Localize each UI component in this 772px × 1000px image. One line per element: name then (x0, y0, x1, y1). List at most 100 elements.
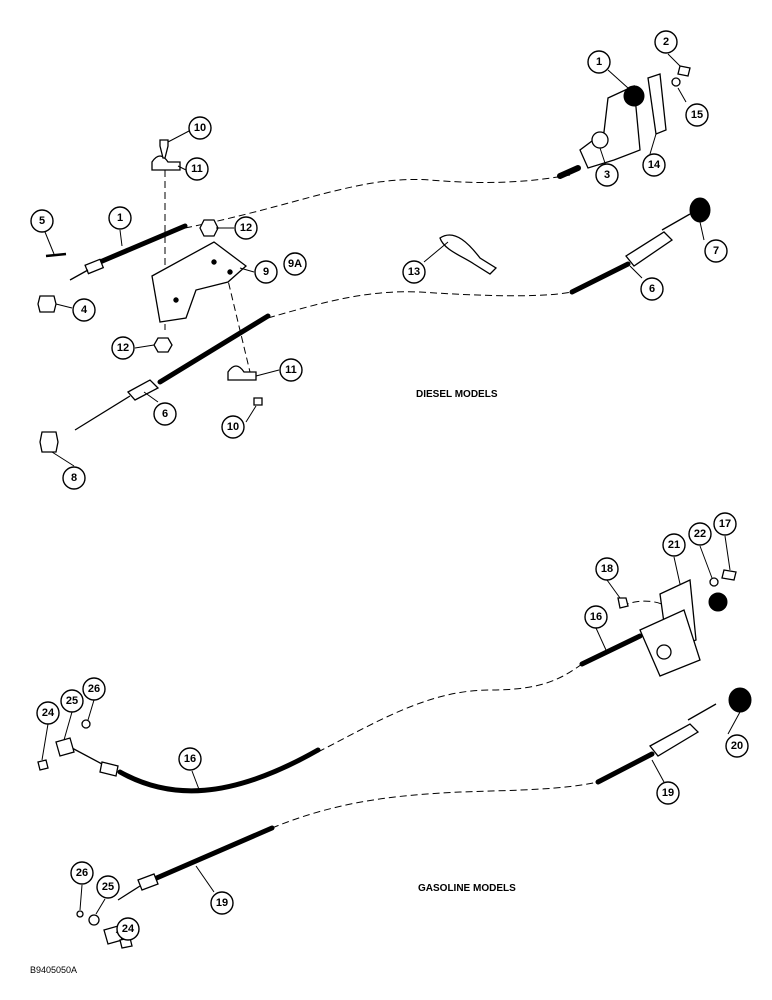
callout-label: 12 (117, 342, 129, 354)
clip-11-upper (151, 155, 181, 171)
leader-line (239, 267, 255, 273)
leader-line (651, 759, 665, 783)
callout-label: 1 (596, 56, 602, 68)
callout-label: 1 (117, 212, 123, 224)
leader-line (607, 69, 629, 89)
screw-17 (721, 569, 737, 581)
callout-6-right: 6 (640, 277, 664, 301)
leader-lines (41, 53, 741, 941)
callout-label: 25 (66, 695, 78, 707)
clip-alignment-line-lower (225, 271, 251, 373)
bracket-hole (173, 297, 179, 303)
callout-label: 16 (184, 753, 196, 765)
bracket-hole (211, 259, 217, 265)
control-knob (708, 592, 728, 612)
bracket-hole (227, 269, 233, 275)
callout-21: 21 (662, 533, 686, 557)
grommet-18 (617, 597, 629, 609)
callout-label: 4 (81, 304, 88, 316)
callouts: 1 2 15 3 14 10 11 12 9 9A 5 1 4 13 7 6 1… (30, 30, 749, 941)
callout-26-top: 26 (82, 677, 106, 701)
throttle-body (639, 609, 701, 677)
leader-line (195, 865, 215, 893)
leader-line (673, 556, 681, 585)
callout-label: 20 (731, 740, 743, 752)
leader-line (724, 535, 731, 571)
cable-6-wire (74, 395, 131, 431)
callout-label: 6 (649, 283, 655, 295)
callout-label: 16 (590, 611, 602, 623)
callout-label: 7 (713, 245, 719, 257)
callout-label: 10 (194, 122, 206, 134)
callout-4: 4 (72, 298, 96, 322)
callout-label: 13 (408, 266, 420, 278)
cable-16-sheath (117, 747, 321, 794)
callout-label: 25 (102, 881, 114, 893)
callout-15: 15 (685, 103, 709, 127)
leader-line (87, 699, 95, 721)
callout-label: 26 (88, 683, 100, 695)
screw-24-top (37, 759, 49, 771)
callout-label: 2 (663, 36, 669, 48)
cable-6-sheath (157, 313, 271, 385)
callout-label: 18 (601, 563, 613, 575)
fitting-4 (37, 295, 57, 313)
cable-16-fitting (99, 761, 119, 777)
leader-line (191, 770, 201, 793)
cable-19-right-fitting (649, 723, 700, 757)
callout-10: 10 (188, 116, 212, 140)
diesel-assembly (37, 65, 711, 453)
leader-line (727, 711, 741, 735)
callout-17: 17 (713, 512, 737, 536)
callout-1-left: 1 (108, 206, 132, 230)
clip-26-top (81, 719, 91, 729)
washer-22 (709, 577, 719, 587)
gasoline-assembly (37, 569, 752, 949)
leader-line (599, 147, 607, 167)
swivel-25-top (55, 737, 75, 757)
gasoline-control-assembly (617, 569, 737, 677)
leader-line (423, 241, 449, 263)
callout-25-top: 25 (60, 689, 84, 713)
callout-label: 11 (191, 163, 203, 175)
callout-2: 2 (654, 30, 678, 54)
leader-line (255, 369, 280, 377)
cable-6-fitting (126, 379, 160, 401)
cable-6-right-threads (661, 213, 691, 231)
callout-label: 8 (71, 472, 77, 484)
callout-label: 6 (162, 408, 168, 420)
figure-id: B9405050A (30, 965, 77, 975)
callout-19-left: 19 (210, 891, 234, 915)
callout-10-bottom: 10 (221, 415, 245, 439)
callout-1: 1 (587, 50, 611, 74)
leader-line (595, 627, 607, 651)
callout-label: 11 (285, 364, 297, 376)
fitting-8 (39, 431, 59, 453)
callout-26-bottom: 26 (70, 861, 94, 885)
clip-11-lower (227, 365, 257, 381)
callout-11-bottom: 11 (279, 358, 303, 382)
leader-line (699, 221, 705, 241)
cable-19-left-wire (117, 885, 141, 901)
leader-line (143, 391, 159, 403)
leader-line (119, 229, 123, 247)
pivot-nut (656, 644, 672, 660)
leader-line (699, 545, 713, 579)
diesel-cable-route-lower (267, 291, 573, 319)
leader-line (134, 344, 155, 349)
callout-25-bottom: 25 (96, 875, 120, 899)
callout-label: 21 (668, 539, 680, 551)
callout-6-left: 6 (153, 402, 177, 426)
knob-7 (689, 197, 711, 223)
cable-6-right-sheath (569, 261, 631, 295)
cable-strap-13 (439, 234, 498, 275)
callout-9: 9 (254, 260, 278, 284)
cable-19-left-fitting (137, 873, 159, 891)
callout-7: 7 (704, 239, 728, 263)
cable-end-stud (557, 165, 581, 179)
callout-16-left: 16 (178, 747, 202, 771)
callout-19-right: 19 (656, 781, 680, 805)
callout-20: 20 (725, 734, 749, 758)
leader-line (63, 711, 73, 741)
